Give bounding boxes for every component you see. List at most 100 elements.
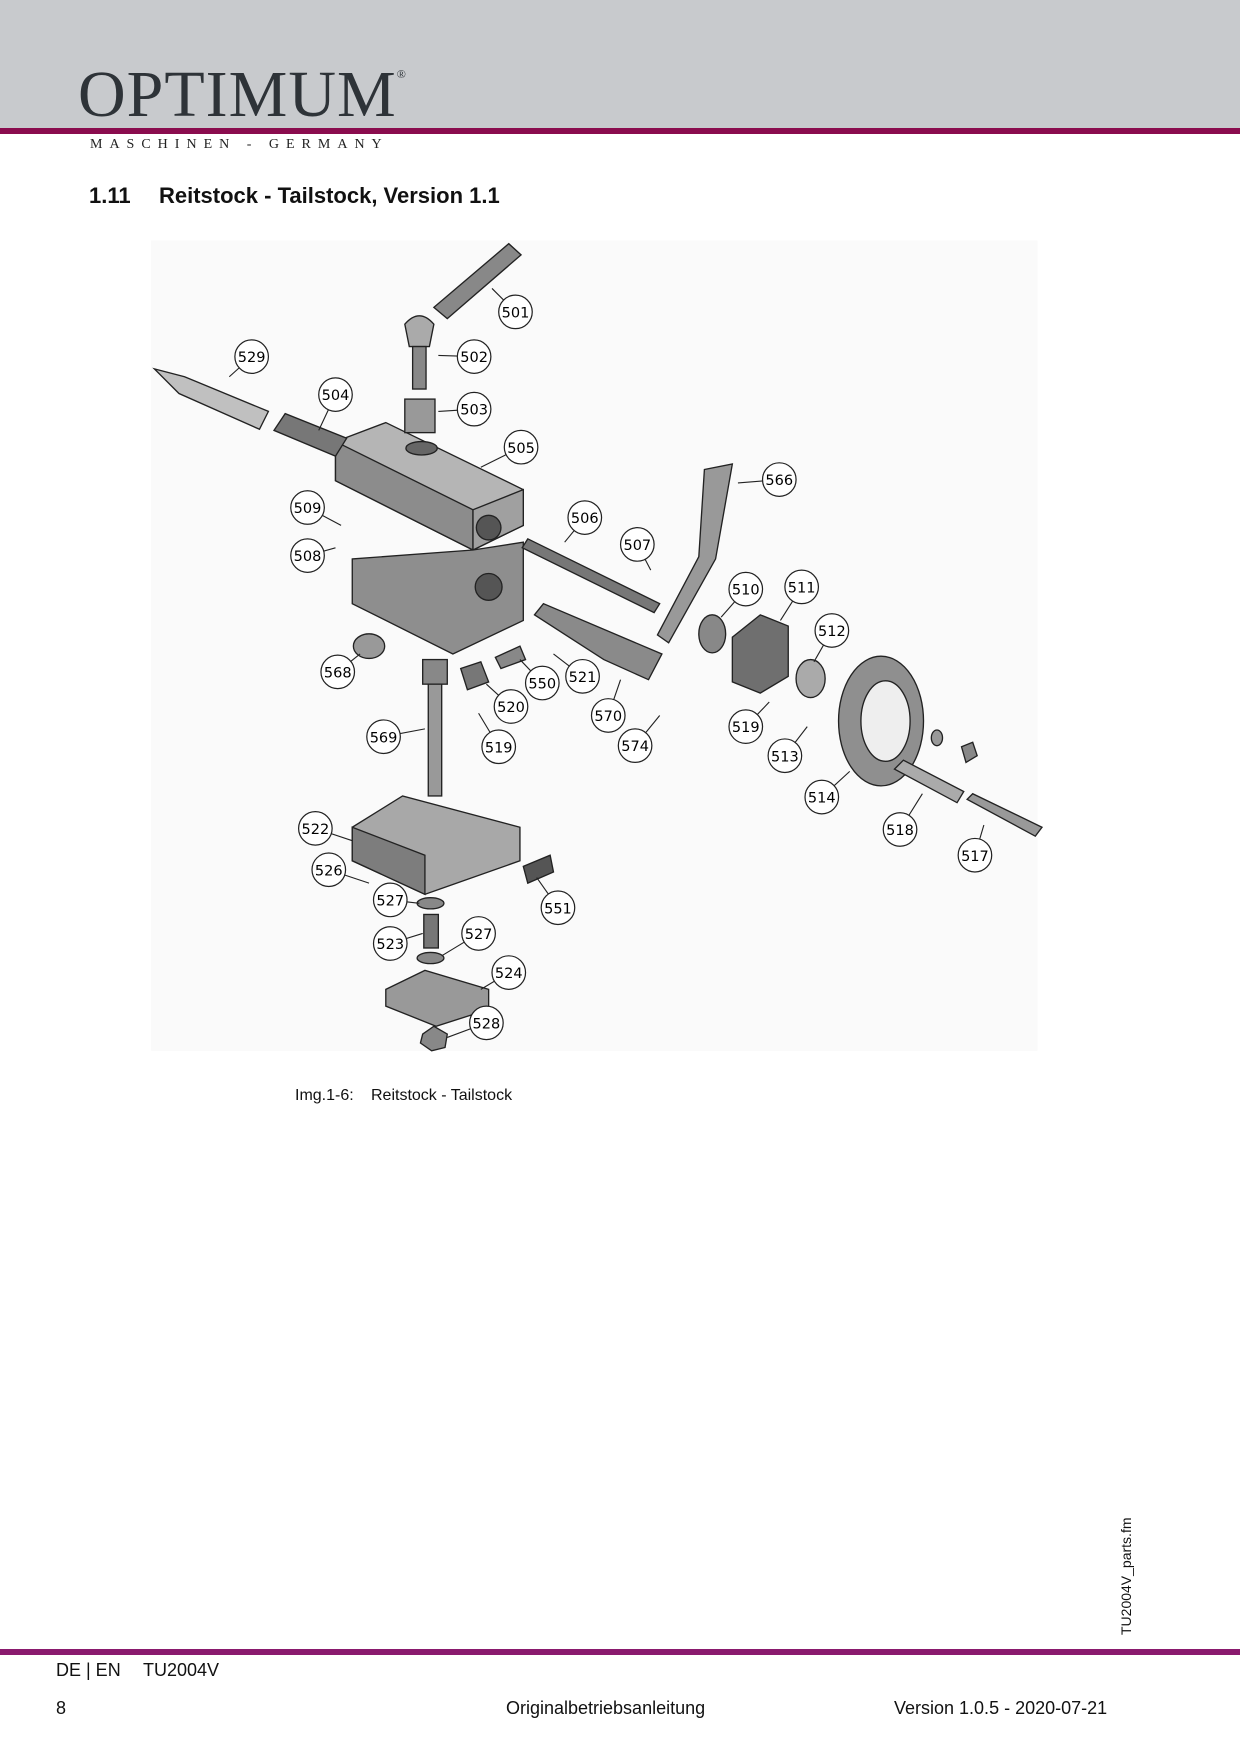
logo-text: OPTIMUM [78, 58, 397, 131]
callout-part-number: 510 [732, 583, 760, 599]
callout-part-number: 518 [886, 823, 914, 839]
bearing-flange [731, 614, 789, 694]
callout-part-number: 505 [507, 441, 535, 457]
footer-version: Version 1.0.5 - 2020-07-21 [894, 1698, 1108, 1718]
callout-bubble [491, 955, 527, 990]
registered-mark: ® [396, 67, 407, 81]
brand-tagline: MASCHINEN - GERMANY [90, 137, 389, 152]
callout-part-number: 514 [808, 791, 836, 807]
callout-part-number: 508 [294, 549, 322, 565]
source-file-note: TU2004V_parts.fm [1118, 1517, 1134, 1636]
lever-stud [404, 315, 435, 348]
tailstock-lower-body [351, 541, 524, 655]
callout-part-number: 512 [818, 624, 846, 640]
handle-bolt [966, 792, 1044, 838]
clamp-eye [422, 658, 448, 685]
callout-bubble [498, 294, 533, 330]
callout-part-number: 509 [294, 501, 322, 517]
callout-bubble [290, 538, 325, 573]
thrust-washer [698, 614, 727, 654]
callout-bubble [372, 882, 408, 918]
callout-part-number: 550 [528, 677, 556, 693]
callout-bubble [590, 698, 626, 733]
callout-part-number: 568 [324, 665, 352, 681]
callout-bubble [493, 689, 529, 724]
figure-caption-label: Img.1-6: [295, 1087, 354, 1104]
header-band [0, 0, 1240, 128]
callout-bubble [318, 377, 353, 413]
callout-part-number: 522 [302, 822, 330, 838]
callout-bubble [617, 728, 653, 764]
clamp-bolt [427, 683, 443, 797]
brand-logo: OPTIMUM® [78, 62, 407, 128]
spindle [533, 602, 663, 681]
footer-doc-type: Originalbetriebsanleitung [506, 1698, 706, 1718]
callout-part-number: 527 [376, 894, 404, 910]
callout-part-number: 517 [961, 849, 989, 865]
callout-part-number: 574 [621, 739, 649, 755]
callout-bubble [804, 779, 840, 815]
callout-bubble [461, 916, 496, 951]
callout-bubble [456, 339, 492, 374]
callout-part-number: 528 [473, 1016, 501, 1032]
footer-language: DE | EN [56, 1660, 121, 1680]
spring [423, 913, 440, 949]
callout-part-number: 529 [238, 350, 266, 366]
callout-bubble [728, 709, 764, 745]
callout-bubble [767, 738, 803, 774]
nut [419, 1025, 449, 1052]
callout-bubble [567, 500, 603, 535]
callout-bubble [234, 339, 270, 374]
callout-part-number: 569 [370, 730, 398, 746]
callout-part-number: 501 [502, 305, 530, 321]
callout-bubble [784, 569, 820, 605]
live-centre [152, 367, 270, 431]
callout-bubble [882, 812, 918, 847]
callout-bubble [565, 658, 600, 694]
callout-bubble [297, 810, 333, 846]
callout-bubble [372, 926, 408, 961]
section-number: 1.11 [89, 183, 131, 208]
locking-lever [432, 242, 523, 320]
callout-part-number: 504 [322, 388, 350, 404]
callout-part-number: 506 [571, 511, 599, 527]
callout-bubble [814, 613, 850, 648]
callout-part-number: 502 [460, 350, 488, 366]
callout-bubble [290, 490, 325, 525]
spindle-screw [521, 537, 661, 614]
callout-part-number: 511 [788, 580, 816, 596]
callout-bubble [957, 837, 993, 873]
callout-part-number: 513 [771, 749, 799, 765]
crank-handle [656, 463, 734, 644]
callout-part-number: 566 [765, 473, 793, 489]
footer-page-number: 8 [56, 1698, 67, 1718]
callout-bubble [761, 462, 797, 497]
header-rule [0, 128, 1240, 134]
callout-bubble [540, 890, 576, 926]
scale-ring [795, 658, 826, 699]
callout-bubble [619, 527, 655, 562]
callout-bubble [320, 654, 356, 690]
callout-bubble [311, 852, 347, 888]
callout-part-number: 520 [497, 700, 525, 716]
callout-part-number: 523 [376, 937, 404, 953]
callout-part-number: 521 [569, 670, 597, 686]
callout-part-number: 507 [623, 538, 651, 554]
callout-part-number: 570 [594, 709, 622, 725]
callout-bubble [728, 571, 764, 607]
section-title: Reitstock - Tailstock, Version 1.1 [159, 183, 500, 208]
callout-part-number: 551 [544, 901, 572, 917]
callout-part-number: 524 [495, 966, 523, 982]
quill [272, 412, 348, 457]
callout-bubble [469, 1005, 504, 1041]
callout-part-number: 503 [460, 403, 488, 419]
callout-part-number: 519 [485, 740, 513, 756]
callout-bubble [524, 665, 560, 701]
footer-model: TU2004V [143, 1660, 220, 1680]
figure-caption-text: Reitstock - Tailstock [371, 1087, 513, 1104]
callout-bubble [366, 719, 401, 755]
callout-part-number: 519 [732, 720, 760, 736]
handle-sleeve [893, 759, 965, 804]
callout-bubble [503, 429, 539, 465]
